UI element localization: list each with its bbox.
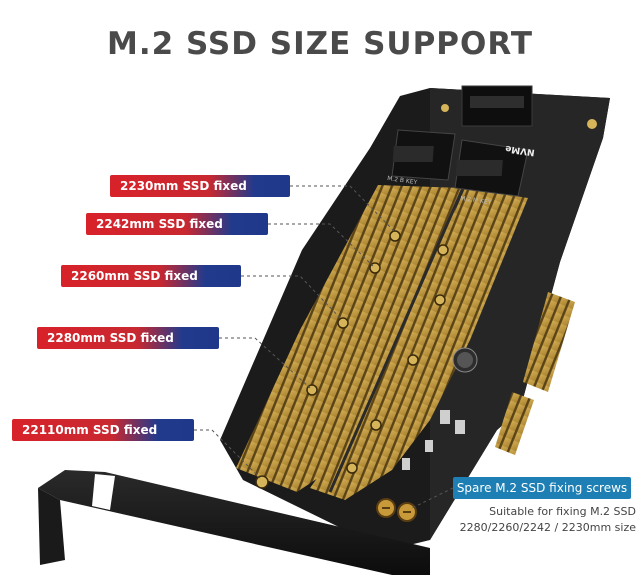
m2-connectors [391, 129, 529, 197]
callout-22110: 22110mm SSD fixed position [12, 419, 194, 459]
m2-slot-gold-area [236, 185, 528, 500]
callout-leader-lines [194, 185, 454, 509]
note-line-1: Suitable for fixing M.2 SSD [489, 505, 636, 518]
sata-connector [461, 85, 533, 127]
smd-components [402, 104, 597, 470]
nvme-label: NVMe [505, 143, 536, 157]
pcie-gold-fingers [495, 292, 575, 455]
b-key-label: M.2 B KEY [387, 175, 418, 186]
spare-screws-note: Suitable for fixing M.2 SSD 2280/2260/22… [440, 504, 636, 536]
callout-2230: 2230mm SSD fixed position [110, 175, 290, 215]
standoff-holes [255, 230, 449, 489]
callout-2280: 2280mm SSD fixed position [37, 327, 219, 367]
spare-screws [376, 498, 417, 522]
spare-screws-label: Spare M.2 SSD fixing screws [453, 477, 631, 499]
callout-2260: 2260mm SSD fixed position [61, 265, 241, 305]
metal-bracket [38, 470, 430, 575]
m-key-label: M.2 M KEY [460, 195, 492, 206]
page-title: M.2 SSD SIZE SUPPORT [107, 26, 533, 62]
note-line-2: 2280/2260/2242 / 2230mm size [459, 521, 636, 534]
callout-2242: 2242mm SSD fixed position [86, 213, 268, 253]
